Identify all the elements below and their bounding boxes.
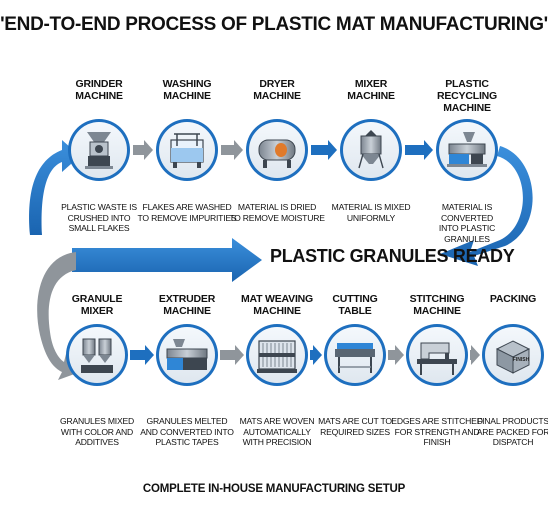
diagram-title: 'END-TO-END PROCESS OF PLASTIC MAT MANUF… bbox=[0, 14, 548, 35]
sewing-machine-icon bbox=[417, 342, 457, 375]
step-title: PLASTIC RECYCLING MACHINE bbox=[436, 78, 498, 114]
row2-connector-arrow bbox=[388, 345, 404, 365]
step-circle bbox=[66, 324, 128, 386]
box-label: FINISH bbox=[513, 357, 530, 363]
step-circle bbox=[324, 324, 386, 386]
mixer-silo-icon bbox=[358, 130, 384, 169]
step-title: MAT WEAVING MACHINE bbox=[240, 293, 314, 317]
loom-icon bbox=[257, 340, 297, 373]
recycling-extruder-icon bbox=[447, 132, 487, 167]
entry-arrow bbox=[29, 140, 81, 235]
step-description: FINAL PRODUCTS ARE PACKED FOR DISPATCH bbox=[476, 416, 548, 447]
step-circle bbox=[340, 119, 402, 181]
cutting-table-icon bbox=[335, 343, 375, 373]
footer-caption: COMPLETE IN-HOUSE MANUFACTURING SETUP bbox=[142, 483, 406, 495]
step-description: MATS ARE CUT TO REQUIRED SIZES bbox=[318, 416, 392, 437]
row2-connector-arrow bbox=[310, 345, 322, 365]
dryer-drum-icon bbox=[258, 139, 296, 168]
row2-connector-arrow bbox=[470, 345, 480, 365]
step-description: GRANULES MIXED WITH COLOR AND ADDITIVES bbox=[59, 416, 135, 447]
step-circle bbox=[68, 119, 130, 181]
step-circle bbox=[406, 324, 468, 386]
step-title: MIXER MACHINE bbox=[347, 78, 395, 102]
step-description: MATERIAL IS DRIED TO REMOVE MOISTURE bbox=[229, 202, 325, 223]
return-arrow bbox=[440, 146, 533, 266]
step-circle bbox=[156, 324, 218, 386]
step-title: CUTTING TABLE bbox=[332, 293, 378, 317]
step-description: MATS ARE WOVEN AUTOMATICALLY WITH PRECIS… bbox=[239, 416, 315, 447]
step-description: GRANULES MELTED AND CONVERTED INTO PLAST… bbox=[140, 416, 234, 447]
step-title: EXTRUDER MACHINE bbox=[158, 293, 216, 317]
step-title: DRYER MACHINE bbox=[253, 78, 301, 102]
step-description: EDGES ARE STITCHED FOR STRENGTH AND FINI… bbox=[391, 416, 483, 447]
step-title: GRANULE MIXER bbox=[71, 293, 123, 317]
step-description: PLASTIC WASTE IS CRUSHED INTO SMALL FLAK… bbox=[61, 202, 137, 233]
step-title: PACKING bbox=[489, 293, 537, 305]
step-circle: FINISH bbox=[482, 324, 544, 386]
extruder-icon bbox=[166, 339, 208, 370]
step-title: GRINDER MACHINE bbox=[75, 78, 123, 102]
row2-connector-arrow bbox=[130, 345, 154, 365]
row1-connector-arrow bbox=[311, 140, 337, 160]
row2-connector-arrow bbox=[220, 345, 244, 365]
step-circle bbox=[246, 324, 308, 386]
row1-connector-arrow bbox=[405, 140, 433, 160]
box-icon: FINISH bbox=[495, 340, 531, 374]
step-description: FLAKES ARE WASHED TO REMOVE IMPURITIES bbox=[137, 202, 237, 223]
row1-connector-arrow bbox=[133, 140, 153, 160]
step-description: MATERIAL IS MIXED UNIFORMLY bbox=[331, 202, 411, 223]
granules-ready-banner: PLASTIC GRANULES READY bbox=[270, 246, 515, 266]
granule-mixer-icon bbox=[81, 338, 113, 373]
step-circle bbox=[436, 119, 498, 181]
step-description: MATERIAL IS CONVERTED INTO PLASTIC GRANU… bbox=[438, 202, 496, 244]
row2-entry-arrow bbox=[37, 252, 80, 380]
row1-connector-arrow bbox=[221, 140, 243, 160]
granules-ready-arrow bbox=[72, 238, 262, 282]
step-title: WASHING MACHINE bbox=[162, 78, 212, 102]
step-title: STITCHING MACHINE bbox=[409, 293, 465, 317]
grinder-icon bbox=[85, 132, 113, 169]
step-circle bbox=[246, 119, 308, 181]
step-circle bbox=[156, 119, 218, 181]
washing-tank-icon bbox=[170, 133, 204, 168]
